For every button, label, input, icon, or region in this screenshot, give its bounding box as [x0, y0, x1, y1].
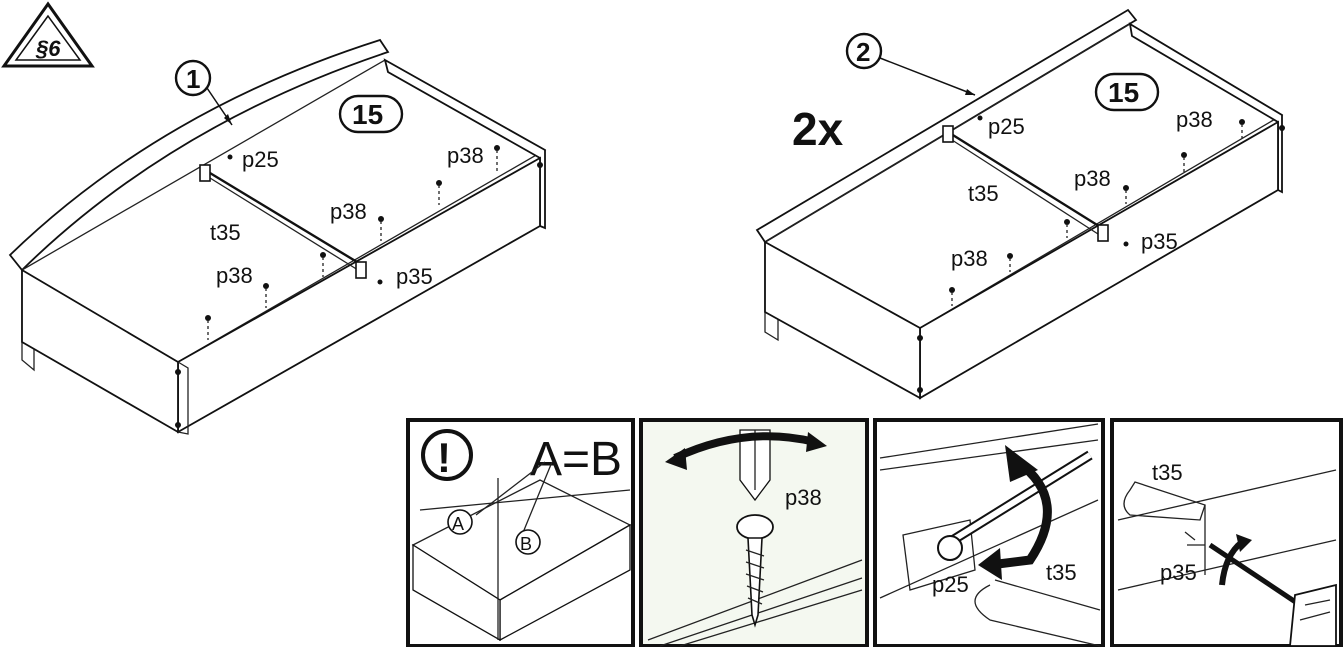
detail-panel-screw: p38 — [639, 418, 869, 647]
warning-mark: ! — [437, 434, 451, 481]
left-p38-a: p38 — [447, 143, 484, 168]
detail-hinge-screw: p25 — [932, 572, 969, 597]
screwdriver-icon — [1208, 542, 1337, 647]
left-p25: p25 — [242, 147, 279, 172]
callout-1: 1 — [186, 64, 200, 94]
rotate-arrow-icon — [673, 432, 816, 462]
exclamation-circle-icon — [421, 429, 473, 481]
left-p38-b: p38 — [330, 199, 367, 224]
right-p38-c: p38 — [951, 246, 988, 271]
multiplier: 2x — [792, 103, 844, 155]
point-a: A — [452, 514, 464, 534]
detail-panel-hinge: p25 t35 — [873, 418, 1105, 647]
detail-hinge-rail: t35 — [1046, 560, 1077, 585]
right-assembly: 2x 2 — [755, 8, 1285, 400]
screw-icon — [949, 115, 1245, 306]
right-p35: p35 — [1141, 229, 1178, 254]
point-b: B — [520, 534, 532, 554]
detail-panel-rail: t35 p35 — [1110, 418, 1343, 647]
callout-2: 2 — [856, 37, 870, 67]
detail-panel-alignment: ! A=B A B — [406, 418, 635, 647]
left-p35: p35 — [396, 264, 433, 289]
left-t35: t35 — [210, 220, 241, 245]
qty-left: 15 — [352, 99, 383, 130]
detail-rail-top: t35 — [1152, 460, 1183, 485]
screw-icon — [205, 145, 500, 340]
right-p38-a: p38 — [1176, 107, 1213, 132]
right-t35: t35 — [968, 181, 999, 206]
detail-rail-screw: p35 — [1160, 560, 1197, 585]
left-p38-c: p38 — [216, 263, 253, 288]
screw-icon — [736, 514, 774, 628]
detail-screw-label: p38 — [785, 485, 822, 510]
right-p25: p25 — [988, 114, 1025, 139]
right-p38-b: p38 — [1074, 166, 1111, 191]
left-assembly: 1 15 p25 p38 p38 t35 p38 p35 — [8, 38, 547, 435]
step-symbol: §6 — [35, 36, 61, 61]
qty-right: 15 — [1108, 77, 1139, 108]
warning-triangle-icon: §6 — [1, 1, 95, 68]
equation: A=B — [530, 433, 622, 486]
